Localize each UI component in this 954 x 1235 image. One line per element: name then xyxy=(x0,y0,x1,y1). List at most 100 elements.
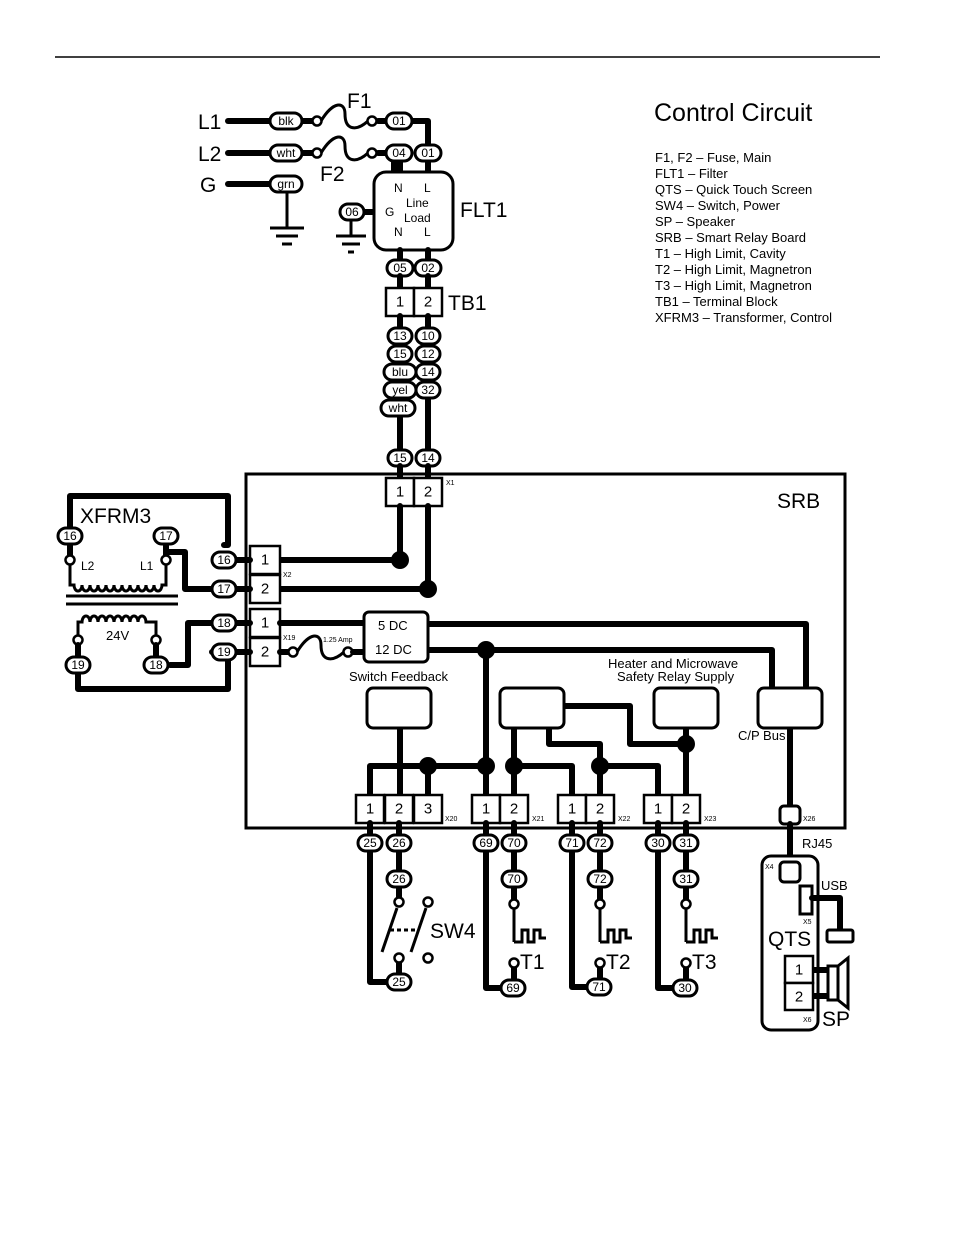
harness-wires xyxy=(397,463,431,481)
f2-label: F2 xyxy=(320,163,345,186)
legend-item: SRB – Smart Relay Board xyxy=(655,230,806,245)
fuse-f2 xyxy=(311,135,378,162)
qts-label: QTS xyxy=(768,928,811,951)
high-limit-t1 xyxy=(508,898,546,969)
sw4-label: SW4 xyxy=(430,920,476,943)
switch-sw4 xyxy=(380,896,434,964)
switch-feedback-label: Switch Feedback xyxy=(349,669,448,684)
usb-label: USB xyxy=(821,878,848,893)
svg-text:72: 72 xyxy=(593,872,607,886)
wire-tag: blk xyxy=(268,111,304,131)
x1-pin-1: 1 xyxy=(384,476,416,508)
wire-tag: 15 xyxy=(386,448,414,468)
wire-tag: 06 xyxy=(338,202,366,222)
legend-item: QTS – Quick Touch Screen xyxy=(655,182,812,197)
legend-item: XFRM3 – Transformer, Control xyxy=(655,310,832,325)
wire-tag: 19 xyxy=(210,642,238,662)
wire-tag: 30 xyxy=(671,978,699,998)
svg-text:70: 70 xyxy=(507,872,521,886)
svg-text:05: 05 xyxy=(393,261,407,275)
filter-g-label: G xyxy=(385,205,394,219)
svg-text:1: 1 xyxy=(366,801,374,818)
x2-label: X2 xyxy=(283,572,292,579)
x19-pin-1: 1 xyxy=(248,607,282,639)
legend-item: T1 – High Limit, Cavity xyxy=(655,246,786,261)
svg-text:71: 71 xyxy=(565,836,579,850)
svg-text:3: 3 xyxy=(424,801,432,818)
wire-tag: 19 xyxy=(64,655,92,675)
wire-tag: 15 xyxy=(386,344,414,364)
svg-text:26: 26 xyxy=(392,836,406,850)
f1-label: F1 xyxy=(347,90,372,113)
filter-n-top: N xyxy=(394,181,403,195)
wire-tag: 70 xyxy=(500,833,528,853)
svg-text:70: 70 xyxy=(507,836,521,850)
wire-tag: 10 xyxy=(414,326,442,346)
svg-text:30: 30 xyxy=(651,836,665,850)
filter-n-bottom: N xyxy=(394,225,403,239)
svg-text:2: 2 xyxy=(510,801,518,818)
x2-pin-1: 1 xyxy=(248,544,282,576)
legend-item: FLT1 – Filter xyxy=(655,166,728,181)
x23-label: X23 xyxy=(704,816,717,823)
svg-text:2: 2 xyxy=(424,294,432,311)
legend-item: T2 – High Limit, Magnetron xyxy=(655,262,812,277)
wire-tag: 71 xyxy=(558,833,586,853)
t2-label: T2 xyxy=(606,951,631,974)
wire-tag: 72 xyxy=(586,833,614,853)
t3-label: T3 xyxy=(692,951,717,974)
svg-text:2: 2 xyxy=(424,484,432,501)
svg-text:1: 1 xyxy=(261,552,269,569)
svg-text:19: 19 xyxy=(217,645,231,659)
svg-text:wht: wht xyxy=(388,401,408,415)
x26-label: X26 xyxy=(803,816,816,823)
cp-bus-block xyxy=(756,686,824,730)
svg-text:1: 1 xyxy=(396,294,404,311)
svg-text:71: 71 xyxy=(592,980,606,994)
wire-tag: 01 xyxy=(413,143,443,163)
svg-text:72: 72 xyxy=(593,836,607,850)
l2-label: L2 xyxy=(198,143,221,166)
harness-wires xyxy=(397,395,431,453)
tb1-feed xyxy=(397,273,431,291)
x21-pin-2: 2 xyxy=(498,793,530,825)
wire-tag: 32 xyxy=(414,380,442,400)
svg-text:31: 31 xyxy=(679,872,693,886)
svg-text:13: 13 xyxy=(393,329,407,343)
wire-tag: 31 xyxy=(672,869,700,889)
fuse-f1 xyxy=(311,103,378,130)
svg-text:1: 1 xyxy=(795,962,803,979)
svg-text:17: 17 xyxy=(217,582,231,596)
x4-label: X4 xyxy=(765,864,774,871)
legend-item: SW4 – Switch, Power xyxy=(655,198,781,213)
flt1-label: FLT1 xyxy=(460,199,507,222)
wire-tag: 01 xyxy=(384,111,414,131)
svg-text:12: 12 xyxy=(421,347,435,361)
svg-text:blu: blu xyxy=(392,365,408,379)
filter-l-top: L xyxy=(424,181,431,195)
coil-l2-label: L2 xyxy=(81,559,95,573)
wire-tag: 71 xyxy=(585,977,613,997)
heater-supply-label: Heater and Microwave xyxy=(608,656,738,671)
srb-traces xyxy=(277,503,809,809)
x23-pin-1: 1 xyxy=(642,793,674,825)
high-limit-t2 xyxy=(594,898,632,969)
x5-label: X5 xyxy=(803,919,812,926)
tb1-terminal-1: 1 xyxy=(384,286,416,318)
t1-label: T1 xyxy=(520,951,545,974)
svg-text:grn: grn xyxy=(277,177,294,191)
svg-text:2: 2 xyxy=(261,644,269,661)
svg-text:14: 14 xyxy=(421,365,435,379)
svg-text:1: 1 xyxy=(261,615,269,632)
svg-text:15: 15 xyxy=(393,347,407,361)
wire-tag: 26 xyxy=(385,833,413,853)
l1-label: L1 xyxy=(198,111,221,134)
sp-label: SP xyxy=(822,1008,850,1031)
svg-text:06: 06 xyxy=(345,205,359,219)
wire-tag: 31 xyxy=(672,833,700,853)
svg-text:19: 19 xyxy=(71,658,85,672)
high-limit-t3 xyxy=(680,898,718,969)
wire-tag: 69 xyxy=(472,833,500,853)
switch-feedback-block xyxy=(365,686,433,730)
